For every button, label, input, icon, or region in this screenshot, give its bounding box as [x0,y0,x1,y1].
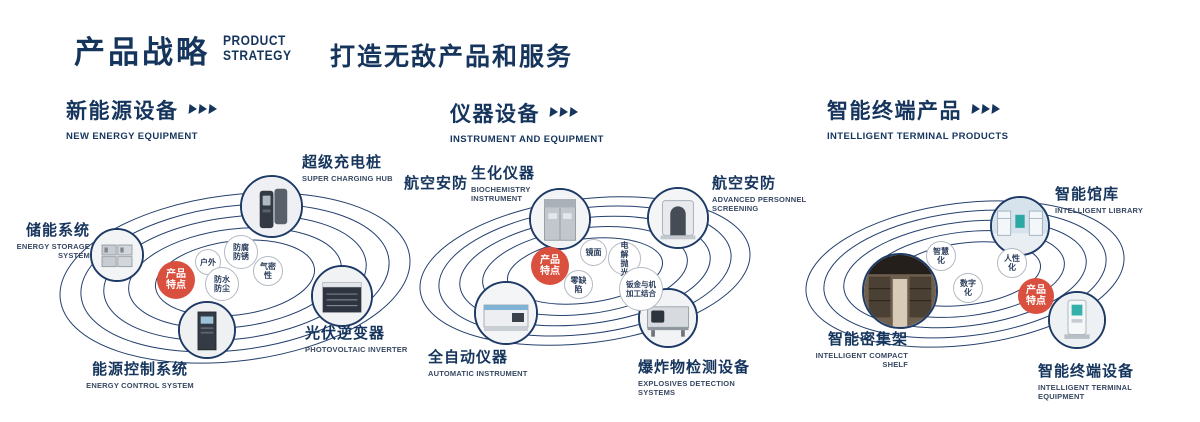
product-image-explosives-detection [638,288,698,348]
product-label-charging-hub: 超级充电桩 SUPER CHARGING HUB [302,154,393,183]
page-title-en-line2: STRATEGY [223,46,292,63]
triple-arrow-icon [549,104,580,122]
section-head-instruments: 仪器设备 INSTRUMENT AND EQUIPMENT [450,98,604,145]
triple-arrow-icon [971,101,1002,119]
product-features-badge: 产品特点 [1018,278,1054,314]
product-label-intelligent-library: 智能馆库 INTELLIGENT LIBRARY [1055,186,1144,215]
product-image-personnel-screening [647,187,709,249]
product-features-badge: 产品特点 [531,247,569,285]
product-label-compact-shelf: 智能密集架 INTELLIGENT COMPACT SHELF [815,331,908,369]
feature-bubble: 钣金与机加工结合 [619,267,663,311]
feature-bubble: 数字化 [953,273,983,303]
feature-bubble: 零缺陷 [564,270,593,299]
product-image-energy-storage [90,228,144,282]
product-image-automatic-instrument [474,281,538,345]
section-head-new-energy: 新能源设备 NEW ENERGY EQUIPMENT [66,95,219,142]
section-head-intelligent-terminals: 智能终端产品 INTELLIGENT TERMINAL PRODUCTS [827,95,1008,142]
orbit-rings [805,200,1125,348]
section-subtitle: NEW ENERGY EQUIPMENT [66,131,198,142]
product-image-intelligent-library [990,196,1050,256]
feature-bubble: 智慧化 [926,241,956,271]
product-label-energy-storage: 储能系统 ENERGY STORAGE SYSTEM [16,222,90,260]
triple-arrow-icon [187,101,219,119]
feature-bubble: 镜面 [580,239,607,266]
product-image-biochemistry [529,188,591,250]
product-label-energy-control: 能源控制系统 ENERGY CONTROL SYSTEM [86,361,194,390]
page-title: 产品战略 [74,35,210,70]
section-title: 智能终端产品 [827,100,962,123]
slogan: 打造无敌产品和服务 [330,43,574,71]
product-label-automatic-instrument: 全自动仪器 AUTOMATIC INSTRUMENT [428,349,528,378]
feature-bubble: 防腐防锈 [224,235,258,269]
feature-bubble: 人性化 [997,248,1027,278]
label-aviation-security-extra: 航空安防 [404,175,469,192]
product-features-badge: 产品特点 [157,261,195,299]
product-image-compact-shelf [862,253,938,329]
product-label-personnel-screening: 航空安防 ADVANCED PERSONNEL SCREENING [712,175,807,213]
page-title-en-line1: PRODUCT [223,32,286,49]
product-label-terminal-equipment: 智能终端设备 INTELLIGENT TERMINAL EQUIPMENT [1038,363,1135,401]
page-title-en: PRODUCT STRATEGY [223,34,291,62]
product-image-charging-hub [240,175,303,238]
feature-bubble: 防水防尘 [205,267,239,301]
section-title: 新能源设备 [66,100,179,123]
section-title: 仪器设备 [450,103,540,126]
section-subtitle: INSTRUMENT AND EQUIPMENT [450,134,604,145]
product-label-explosives-detection: 爆炸物检测设备 EXPLOSIVES DETECTION SYSTEMS [638,359,751,397]
product-label-pv-inverter: 光伏逆变器 PHOTOVOLTAIC INVERTER [305,325,408,354]
product-label-biochemistry: 生化仪器 BIOCHEMISTRY INSTRUMENT [471,165,536,203]
product-image-pv-inverter [311,265,373,327]
product-image-terminal-equipment [1048,291,1106,349]
product-image-energy-control [178,301,236,359]
feature-bubble: 气密性 [253,256,283,286]
section-subtitle: INTELLIGENT TERMINAL PRODUCTS [827,131,1009,142]
